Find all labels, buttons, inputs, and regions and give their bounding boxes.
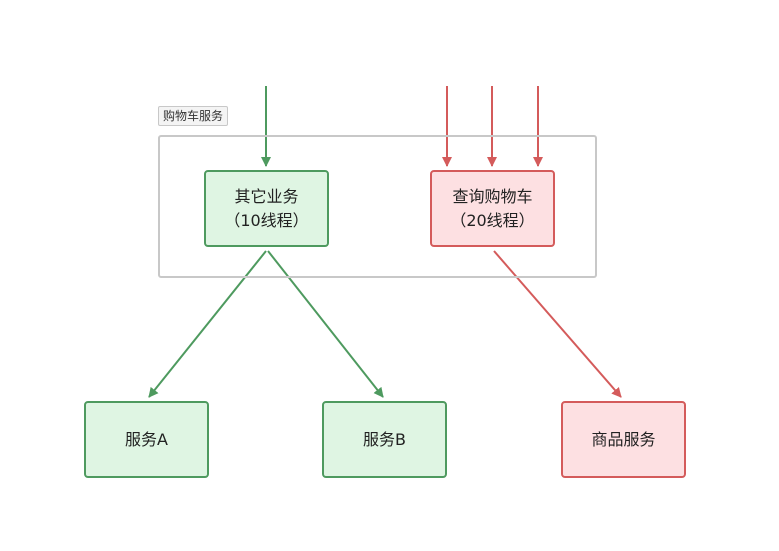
goods-service-node: 商品服务 (561, 401, 686, 478)
goods-service-label: 商品服务 (591, 429, 656, 449)
other-business-title: 其它业务 (234, 186, 299, 206)
cart-service-group-label: 购物车服务 (158, 106, 229, 126)
cart-service-group (158, 135, 597, 278)
other-business-node: 其它业务 （10线程） (204, 170, 329, 247)
service-b-label: 服务B (363, 429, 406, 449)
edge-other-to-service-a (148, 250, 267, 398)
edge-other-to-service-b (267, 250, 384, 398)
service-a-node: 服务A (84, 401, 209, 478)
other-business-threads: （10线程） (224, 210, 309, 230)
edge-cart-to-goods (493, 250, 622, 398)
service-b-node: 服务B (322, 401, 447, 478)
query-cart-node: 查询购物车 （20线程） (430, 170, 555, 247)
service-a-label: 服务A (125, 429, 168, 449)
query-cart-title: 查询购物车 (452, 186, 533, 206)
query-cart-threads: （20线程） (450, 210, 535, 230)
